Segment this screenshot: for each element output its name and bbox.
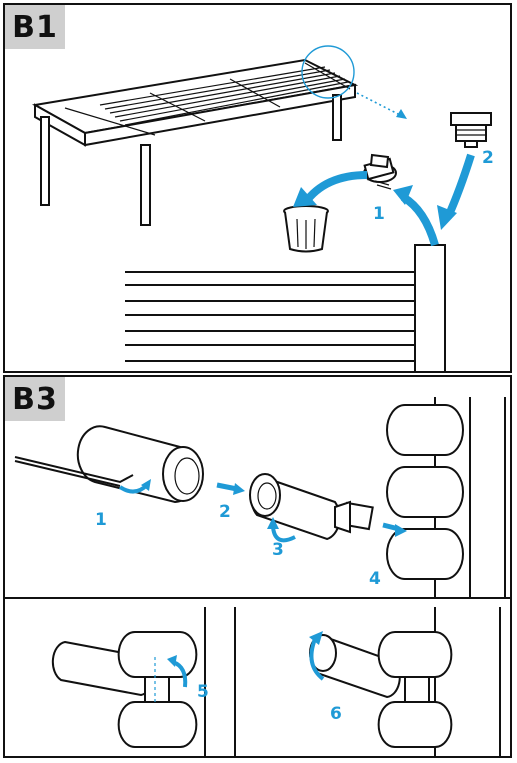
panel-b3: B3: [3, 375, 512, 758]
panel-b3-label: B3: [5, 377, 65, 421]
panel-b1-label: B1: [5, 5, 65, 49]
tube-with-key: [14, 425, 204, 504]
tubes-top-right: [386, 404, 464, 580]
b1-illustration: 1 2: [32, 45, 494, 371]
tubes-bottom-left: [51, 631, 198, 748]
arrow-to-trash: [301, 171, 368, 206]
b3-step-3: 3: [272, 540, 284, 560]
b3-step-4: 4: [369, 569, 381, 589]
tubes-bottom-right: [309, 631, 453, 748]
tube-assembly: [249, 473, 374, 541]
pergola-illustration: [32, 45, 407, 226]
panel-b3-divider: [5, 597, 510, 599]
b1-step-1: 1: [373, 204, 385, 224]
b3-step-1: 1: [95, 510, 107, 530]
b3-step-5: 5: [197, 682, 209, 702]
cap-new-icon: [450, 112, 492, 148]
post-illustration: [125, 244, 446, 371]
panel-b1: B1: [3, 3, 512, 373]
b3-step-2: 2: [219, 502, 231, 522]
b3-step-6: 6: [330, 704, 342, 724]
b1-step-2: 2: [482, 148, 494, 168]
b3-illustration: 1 2 3 4 5: [14, 397, 506, 756]
cap-removed-icon: [363, 153, 397, 190]
trash-can-icon: [283, 205, 329, 253]
